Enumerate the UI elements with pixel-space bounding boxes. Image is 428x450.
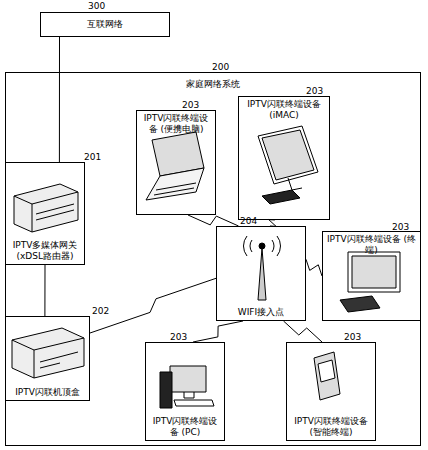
settopbox-detail xyxy=(40,352,78,368)
system-box: 家庭网络系统 IPTV闪联终端设备 (便携电脑) IPTV闪联终端设备 (iMAC)… xyxy=(5,72,421,446)
device-box: IPTV闪联终端设备 (智能终端) xyxy=(286,342,376,441)
router-symbol xyxy=(14,184,78,232)
terminal-screen xyxy=(352,256,396,288)
node-text: WIFI接入点 xyxy=(235,305,287,320)
device-box: IPTV闪联终端设备 (iMAC) xyxy=(238,96,330,220)
pda-body xyxy=(314,352,340,400)
gateway-box: IPTV多媒体网关 (xDSL路由器) xyxy=(5,162,85,265)
wireless-link xyxy=(188,215,239,226)
wired-link xyxy=(59,37,60,162)
pc-tower xyxy=(160,372,172,408)
callout-number: 203 xyxy=(182,100,199,110)
device-box: IPTV闪联终端设备 (终端) xyxy=(322,231,421,321)
wireless-link xyxy=(193,321,243,342)
imac-body xyxy=(258,126,318,184)
pda-screen xyxy=(318,360,335,382)
router-edge xyxy=(14,192,78,232)
callout-number: 202 xyxy=(92,306,109,316)
settopbox-box: IPTV闪联机顶盒 xyxy=(5,316,90,401)
laptop-screen xyxy=(152,132,204,176)
terminal-monitor xyxy=(348,252,400,292)
laptop-base xyxy=(146,168,204,200)
node-text: 互联网络 xyxy=(84,17,126,32)
access-point-box: WIFI接入点 xyxy=(216,226,306,321)
callout-number: 203 xyxy=(392,222,409,232)
node-text: IPTV闪联终端设备 (便携电脑) xyxy=(137,111,215,137)
imac-screen xyxy=(262,130,314,180)
laptop-keys xyxy=(154,183,196,195)
device-box: IPTV闪联终端设备 (便携电脑) xyxy=(136,110,216,215)
radio-waves xyxy=(243,236,280,256)
wireless-link xyxy=(306,259,322,276)
terminal-keyboard xyxy=(340,296,380,312)
callout-number: 203 xyxy=(170,332,187,342)
pc-monitor xyxy=(170,366,206,392)
node-text: IPTV闪联终端设备 (智能终端) xyxy=(287,414,375,440)
antenna-symbol xyxy=(258,248,266,300)
callout-number: 203 xyxy=(306,86,323,96)
router-detail xyxy=(36,204,74,220)
callout-number: 201 xyxy=(84,152,101,162)
callout-number: 203 xyxy=(344,332,361,342)
settopbox-edge xyxy=(12,338,84,378)
node-text: IPTV多媒体网关 (xDSL路由器) xyxy=(6,238,84,264)
wired-link xyxy=(44,265,45,316)
imac-keyboard xyxy=(262,190,300,204)
network-box: 互联网络 xyxy=(40,12,170,37)
callout-number: 204 xyxy=(240,216,257,226)
imac-stand xyxy=(288,178,302,190)
callout-number: 200 xyxy=(212,62,229,72)
pc-keyboard xyxy=(174,392,214,406)
wireless-link xyxy=(90,278,216,333)
wireless-link xyxy=(284,321,323,342)
callout-number: 300 xyxy=(88,1,105,11)
antenna-tip xyxy=(259,243,265,249)
node-text: IPTV闪联终端设备 (PC) xyxy=(146,414,224,440)
device-box: IPTV闪联终端设备 (PC) xyxy=(145,342,225,441)
node-text: 家庭网络系统 xyxy=(183,77,243,92)
node-text: IPTV闪联终端设备 (终端) xyxy=(323,232,420,258)
settopbox-symbol xyxy=(12,328,84,378)
node-text: IPTV闪联终端设备 (iMAC) xyxy=(239,97,329,123)
node-text: IPTV闪联机顶盒 xyxy=(12,385,83,400)
